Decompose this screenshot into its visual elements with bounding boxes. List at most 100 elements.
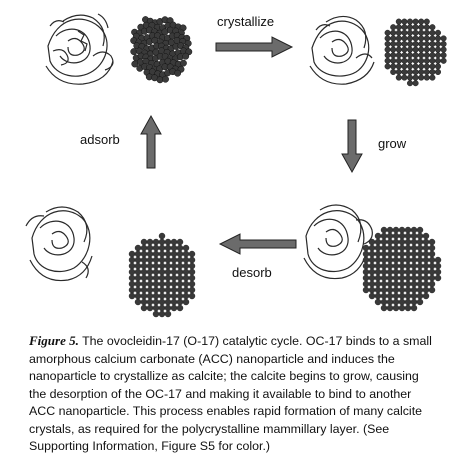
atom-sphere	[422, 256, 430, 264]
atom-sphere	[398, 298, 406, 306]
atom-sphere	[416, 232, 424, 240]
atom-sphere	[134, 280, 142, 288]
atom-sphere	[134, 244, 142, 252]
atom-sphere	[395, 35, 402, 42]
atom-sphere	[386, 274, 394, 282]
atom-sphere	[410, 298, 418, 306]
atom-sphere	[386, 280, 394, 288]
atom-sphere	[128, 268, 136, 276]
atom-sphere	[392, 268, 400, 276]
atom-sphere	[423, 57, 430, 64]
atom-sphere	[398, 262, 406, 270]
atom-sphere	[429, 46, 436, 53]
atom-sphere	[440, 35, 447, 42]
atom-sphere	[428, 268, 436, 276]
atom-sphere	[176, 244, 184, 252]
atom-sphere	[398, 286, 406, 294]
atom-sphere	[374, 238, 382, 246]
atom-sphere	[188, 286, 196, 294]
atom-sphere	[362, 274, 370, 282]
atom-sphere	[418, 52, 425, 59]
atom-sphere	[362, 256, 370, 264]
atom-sphere	[146, 274, 154, 282]
atom-sphere	[152, 298, 160, 306]
atom-sphere	[429, 41, 436, 48]
atom-sphere	[380, 226, 388, 234]
atom-sphere	[164, 256, 172, 264]
atom-sphere	[395, 57, 402, 64]
atom-sphere	[188, 250, 196, 258]
atom-sphere	[416, 280, 424, 288]
atom-sphere	[401, 74, 408, 81]
arrow-down-grow	[341, 119, 363, 174]
atom-sphere	[164, 304, 172, 312]
atom-sphere	[423, 46, 430, 53]
atom-sphere	[406, 74, 413, 81]
atom-sphere	[362, 286, 370, 294]
atom-sphere	[392, 262, 400, 270]
atom-sphere	[384, 52, 391, 59]
atom-sphere	[412, 63, 419, 70]
atom-sphere	[412, 69, 419, 76]
atom-sphere	[386, 256, 394, 264]
protein-structure	[25, 206, 93, 282]
atom-sphere	[401, 35, 408, 42]
atom-sphere	[401, 69, 408, 76]
atom-sphere	[380, 304, 388, 312]
atom-sphere	[406, 80, 413, 87]
atom-sphere	[384, 57, 391, 64]
label-desorb: desorb	[232, 265, 272, 280]
atom-sphere	[170, 292, 178, 300]
atom-sphere	[152, 280, 160, 288]
atom-sphere	[140, 250, 148, 258]
atom-sphere	[164, 274, 172, 282]
atom-sphere	[164, 310, 172, 318]
calcite-crystal-lattice	[384, 18, 447, 87]
atom-sphere	[418, 41, 425, 48]
atom-sphere	[152, 262, 160, 270]
atom-sphere	[412, 74, 419, 81]
atom-sphere	[392, 226, 400, 234]
atom-sphere	[410, 292, 418, 300]
atom-sphere	[158, 280, 166, 288]
atom-sphere	[134, 298, 142, 306]
atom-sphere	[428, 244, 436, 252]
atom-sphere	[406, 52, 413, 59]
atom-sphere	[164, 244, 172, 252]
atom-sphere	[395, 18, 402, 25]
atom-sphere	[188, 268, 196, 276]
atom-sphere	[412, 80, 419, 87]
atom-sphere	[158, 274, 166, 282]
atom-sphere	[434, 29, 441, 36]
atom-sphere	[368, 256, 376, 264]
atom-sphere	[392, 298, 400, 306]
atom-sphere	[182, 268, 190, 276]
atom-sphere	[374, 262, 382, 270]
atom-sphere	[146, 286, 154, 294]
atom-sphere	[140, 256, 148, 264]
atom-sphere	[176, 256, 184, 264]
atom-sphere	[392, 304, 400, 312]
atom-sphere	[176, 292, 184, 300]
protein-structure	[45, 13, 114, 85]
atom-sphere	[128, 250, 136, 258]
atom-sphere	[412, 57, 419, 64]
atom-sphere	[392, 256, 400, 264]
atom-sphere	[368, 268, 376, 276]
atom-sphere	[418, 63, 425, 70]
atom-sphere	[429, 74, 436, 81]
atom-sphere	[410, 256, 418, 264]
atom-sphere	[404, 232, 412, 240]
atom-sphere	[176, 286, 184, 294]
panel-desorbed	[25, 206, 196, 318]
atom-sphere	[146, 262, 154, 270]
atom-sphere	[368, 250, 376, 258]
atom-sphere	[418, 24, 425, 31]
atom-sphere	[158, 238, 166, 246]
atom-sphere	[140, 238, 148, 246]
atom-sphere	[176, 268, 184, 276]
atom-sphere	[158, 304, 166, 312]
atom-sphere	[398, 274, 406, 282]
atom-sphere	[428, 274, 436, 282]
atom-sphere	[134, 268, 142, 276]
